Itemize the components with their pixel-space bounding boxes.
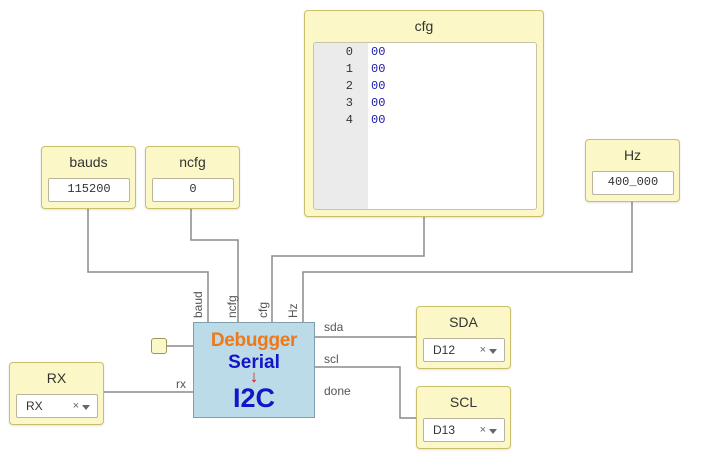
sda-title: SDA: [449, 314, 478, 330]
scl-pin-node: SCL D13 ×: [416, 386, 511, 449]
port-label-scl: scl: [324, 352, 339, 366]
cfg-byte-value[interactable]: 00: [371, 113, 386, 127]
rx-title: RX: [46, 370, 67, 386]
cfg-title: cfg: [414, 18, 434, 34]
clear-icon[interactable]: ×: [479, 424, 486, 436]
clear-icon[interactable]: ×: [72, 400, 79, 412]
trigger-input-button[interactable]: [151, 338, 167, 354]
port-label-rx: rx: [176, 377, 186, 391]
wire-hz: [302, 202, 633, 322]
wire-bauds: [87, 209, 209, 322]
chevron-down-icon[interactable]: [489, 429, 497, 434]
cfg-byte-value[interactable]: 00: [371, 62, 386, 76]
chevron-down-icon[interactable]: [489, 349, 497, 354]
rx-pin-select[interactable]: RX ×: [16, 394, 98, 418]
line-number: 2: [345, 79, 353, 93]
cfg-byte-value[interactable]: 00: [371, 96, 386, 110]
wire-cfg: [271, 216, 425, 322]
hz-value-field[interactable]: 400_000: [592, 171, 674, 195]
line-number: 4: [345, 113, 353, 127]
port-label-sda: sda: [324, 320, 344, 334]
ncfg-input-node: ncfg 0: [145, 146, 240, 209]
node-title-debugger: Debugger: [210, 330, 298, 351]
cfg-byte-value[interactable]: 00: [371, 45, 386, 59]
line-number: 1: [345, 62, 353, 76]
line-number: 3: [345, 96, 353, 110]
chevron-down-icon[interactable]: [82, 405, 90, 410]
port-label-ncfg: ncfg: [225, 295, 239, 318]
bauds-input-node: bauds 115200: [41, 146, 136, 209]
cfg-byte-value[interactable]: 00: [371, 79, 386, 93]
line-number-gutter: [314, 43, 368, 209]
debugger-serial-i2c-node[interactable]: Debugger Serial ↓ I2C: [193, 322, 315, 418]
line-number: 0: [345, 45, 353, 59]
hz-input-node: Hz 400_000: [585, 139, 680, 202]
clear-icon[interactable]: ×: [479, 344, 486, 356]
scl-title: SCL: [449, 394, 478, 410]
port-label-hz: Hz: [286, 303, 300, 318]
node-arrow-icon: ↓: [249, 367, 259, 386]
wire-ncfg: [190, 209, 239, 322]
scl-pin-select[interactable]: D13 ×: [423, 418, 505, 442]
port-label-bauds: baud: [191, 291, 205, 318]
hz-title: Hz: [623, 147, 642, 163]
sda-pin-select[interactable]: D12 ×: [423, 338, 505, 362]
port-label-done: done: [324, 384, 351, 398]
sda-pin-node: SDA D12 ×: [416, 306, 511, 369]
port-label-cfg: cfg: [256, 301, 270, 318]
scl-selected-value: D13: [433, 423, 456, 437]
rx-pin-node: RX RX ×: [9, 362, 104, 425]
ncfg-title: ncfg: [179, 154, 206, 170]
node-title-i2c: I2C: [232, 383, 276, 413]
sda-selected-value: D12: [433, 343, 456, 357]
rx-selected-value: RX: [26, 399, 43, 413]
ncfg-value-field[interactable]: 0: [152, 178, 234, 202]
node-title-serial: Serial: [228, 352, 280, 373]
bauds-title: bauds: [69, 154, 108, 170]
wire-scl: [315, 366, 416, 419]
bauds-value-field[interactable]: 115200: [48, 178, 130, 202]
